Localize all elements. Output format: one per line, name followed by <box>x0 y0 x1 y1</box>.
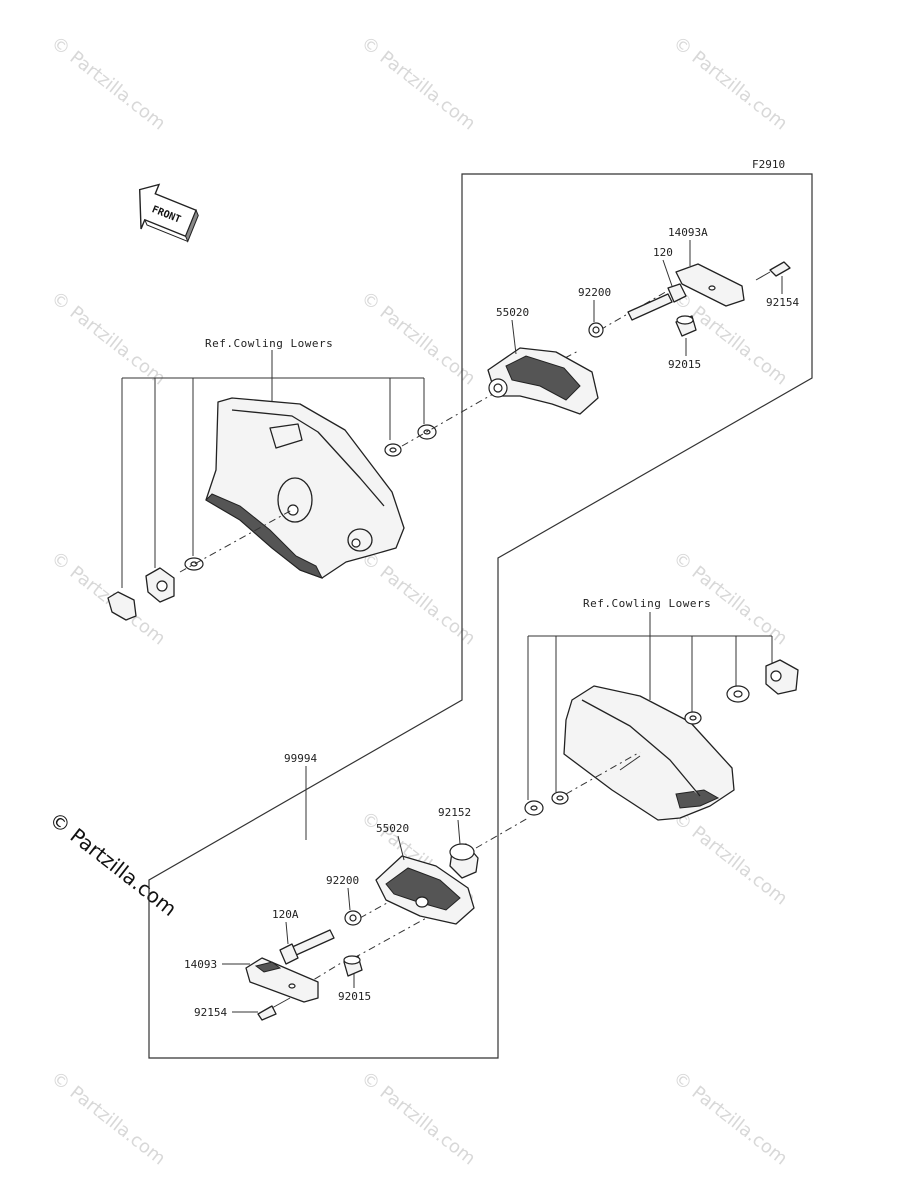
watermark: © Partzilla.com <box>357 32 479 134</box>
spacer-92152 <box>449 843 479 879</box>
cowling-lower-lower <box>563 685 735 821</box>
part-label-92200-upper: 92200 <box>578 286 611 299</box>
stopper-right <box>765 659 799 695</box>
plate-14093 <box>245 957 319 1003</box>
watermark: © Partzilla.com <box>669 32 791 134</box>
part-label-92152: 92152 <box>438 806 471 819</box>
part-label-14093A: 14093A <box>668 226 708 239</box>
ref-cowling-lowers-lower: Ref.Cowling Lowers <box>583 597 711 610</box>
part-label-120A: 120A <box>272 908 299 921</box>
part-label-55020-upper: 55020 <box>496 306 529 319</box>
part-label-92015-lower: 92015 <box>338 990 371 1003</box>
watermark: © Partzilla.com <box>47 1067 169 1169</box>
watermark: © Partzilla.com <box>47 32 169 134</box>
part-label-92154-upper: 92154 <box>766 296 799 309</box>
lower-assembly: Ref.Cowling Lowers 92152 <box>184 597 799 1021</box>
diagram-code: F2910 <box>752 158 785 171</box>
frame-slider-lower <box>375 855 475 925</box>
frame-slider-upper <box>487 347 599 415</box>
part-label-99994: 99994 <box>284 752 317 765</box>
part-label-92154-lower: 92154 <box>194 1006 227 1019</box>
watermark: © Partzilla.com <box>357 547 479 649</box>
watermark: © Partzilla.com <box>357 287 479 389</box>
stopper-left <box>107 557 204 621</box>
watermark: © Partzilla.com <box>357 1067 479 1169</box>
ref-cowling-lowers-upper: Ref.Cowling Lowers <box>205 337 333 350</box>
partzilla-watermark: © Partzilla.com <box>45 807 181 921</box>
watermark: © Partzilla.com <box>47 287 169 389</box>
part-label-14093: 14093 <box>184 958 217 971</box>
part-label-92200-lower: 92200 <box>326 874 359 887</box>
part-label-55020-lower: 55020 <box>376 822 409 835</box>
kit-frame <box>148 173 813 1059</box>
bolt-120 <box>627 283 687 321</box>
part-label-120: 120 <box>653 246 673 259</box>
front-arrow-icon: FRONT <box>138 183 199 243</box>
watermark: © Partzilla.com <box>669 1067 791 1169</box>
bolt-120A <box>279 929 335 965</box>
part-label-92015-upper: 92015 <box>668 358 701 371</box>
upper-assembly: Ref.Cowling Lowers <box>107 226 799 621</box>
watermark: © Partzilla.com <box>669 807 791 909</box>
cowling-lower-upper <box>205 397 405 579</box>
